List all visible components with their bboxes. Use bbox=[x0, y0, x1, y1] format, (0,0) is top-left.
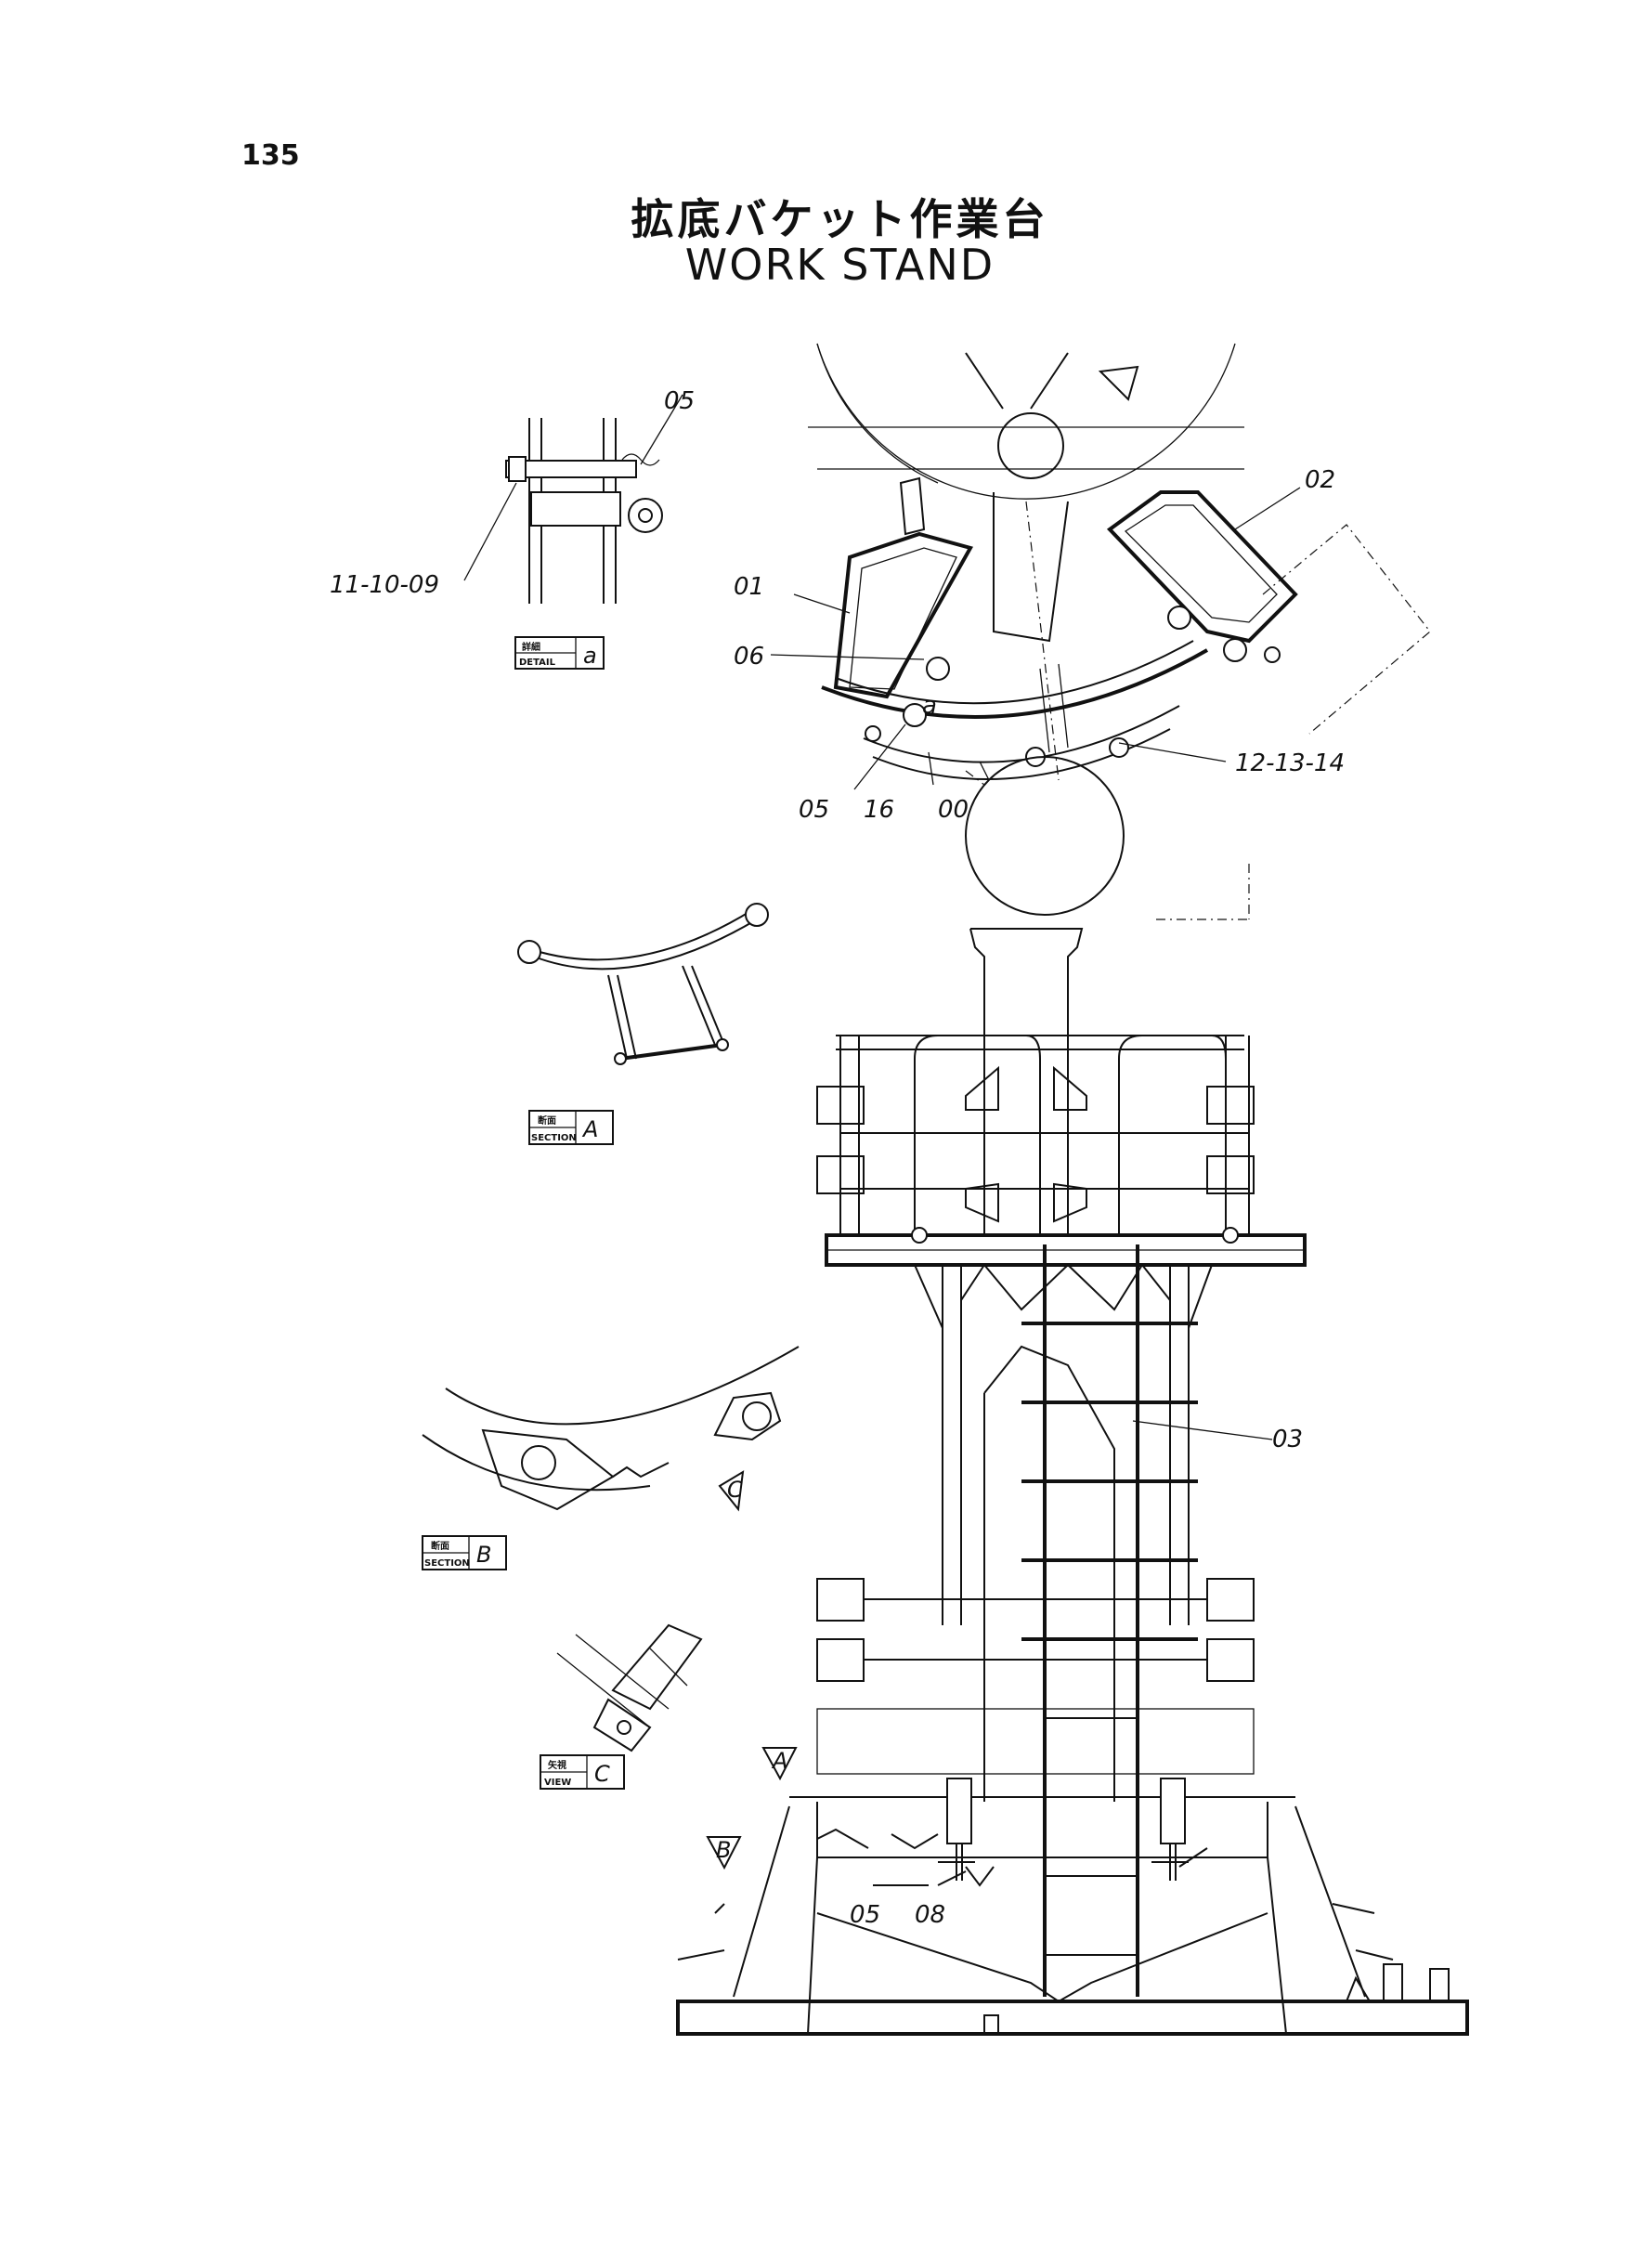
section-b-drawing bbox=[422, 1346, 800, 1512]
title-japanese: 拡底バケット作業台 bbox=[631, 194, 1049, 244]
arrow-b-shape bbox=[706, 1836, 742, 1870]
title-english: WORK STAND bbox=[684, 240, 995, 290]
section-a-tag-ja: 断面 bbox=[538, 1114, 556, 1127]
view-c-tag-ja: 矢視 bbox=[548, 1759, 566, 1771]
view-c-drawing bbox=[556, 1623, 703, 1752]
arrow-c-marker: C bbox=[727, 1477, 743, 1503]
detail-a-drawing bbox=[463, 394, 683, 604]
callout-05-bottom: 05 bbox=[850, 1901, 880, 1929]
callout-03: 03 bbox=[1272, 1426, 1303, 1453]
section-a-drawing bbox=[517, 903, 769, 1065]
callout-12-13-14: 12-13-14 bbox=[1235, 749, 1345, 777]
callout-06: 06 bbox=[734, 643, 764, 671]
callout-08: 08 bbox=[915, 1901, 945, 1929]
plan-view-drawing bbox=[770, 343, 1431, 920]
view-c-tag-en: VIEW bbox=[544, 1778, 571, 1788]
section-a-tag-en: SECTION bbox=[531, 1133, 577, 1143]
arrow-a-shape bbox=[761, 1747, 798, 1781]
callout-16: 16 bbox=[864, 796, 894, 824]
section-a-tag-letter: A bbox=[581, 1116, 598, 1142]
arrow-b-marker: B bbox=[716, 1837, 731, 1863]
callout-a-plan: a bbox=[922, 692, 937, 720]
section-b-tag-ja: 断面 bbox=[431, 1540, 449, 1552]
callout-02: 02 bbox=[1305, 466, 1335, 494]
callout-05-plan: 05 bbox=[799, 796, 829, 824]
elevation-drawing bbox=[676, 928, 1469, 2036]
view-c-tag: 矢視 VIEW C bbox=[540, 1754, 625, 1790]
detail-a-tag-ja: 詳細 bbox=[522, 641, 540, 653]
callout-00: 00 bbox=[938, 796, 969, 824]
detail-a-tag-en: DETAIL bbox=[519, 658, 556, 668]
section-b-tag: 断面 SECTION B bbox=[422, 1535, 507, 1570]
detail-a-tag: 詳細 DETAIL a bbox=[514, 636, 605, 670]
section-b-tag-letter: B bbox=[476, 1542, 491, 1568]
arrow-a-marker: A bbox=[771, 1748, 787, 1774]
view-c-tag-letter: C bbox=[594, 1761, 610, 1787]
callout-01: 01 bbox=[734, 573, 764, 601]
callout-05-detail: 05 bbox=[664, 387, 695, 415]
section-a-tag: 断面 SECTION A bbox=[528, 1110, 614, 1145]
page-number: 135 bbox=[241, 139, 300, 172]
section-b-tag-en: SECTION bbox=[424, 1558, 470, 1569]
detail-a-tag-letter: a bbox=[583, 643, 597, 669]
callout-11-10-09: 11-10-09 bbox=[330, 571, 439, 599]
